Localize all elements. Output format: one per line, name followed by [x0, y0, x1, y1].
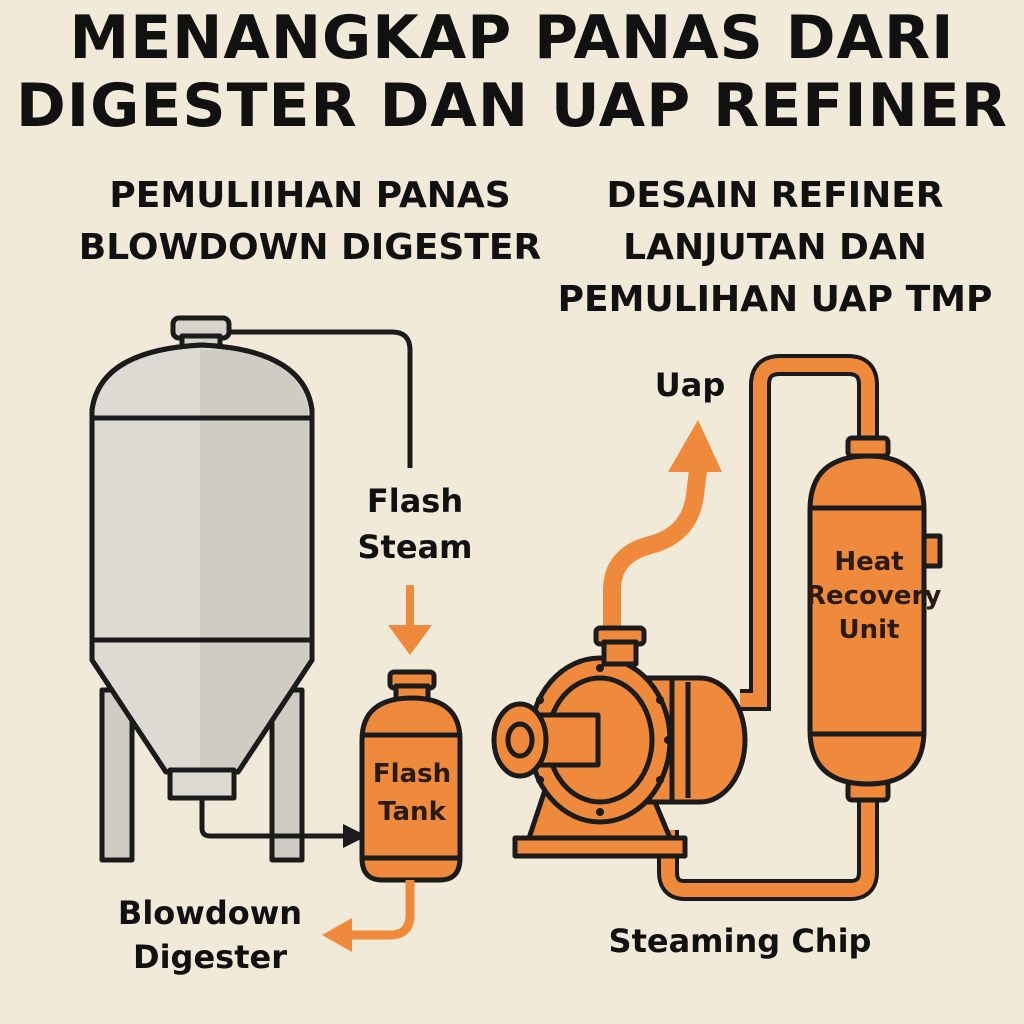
flash-steam-arrow — [388, 585, 432, 655]
left-heading-line-2: BLOWDOWN DIGESTER — [78, 227, 542, 268]
steaming-chip-label: Steaming Chip — [608, 922, 872, 960]
hru-label-line-3: Unit — [838, 615, 900, 645]
flash-tank-label-line-2: Tank — [378, 797, 446, 827]
flash-steam-label-line-2: Steam — [357, 528, 473, 566]
digester-top-pipe — [229, 329, 413, 468]
blowdown-digester-label-line-1: Blowdown — [117, 894, 303, 932]
heat-recovery-unit-vessel — [807, 435, 943, 803]
recovery-pipe-outline-bottom — [657, 800, 879, 901]
right-heading-line-3: PEMULIHAN UAP TMP — [557, 279, 993, 320]
hru-label-line-1: Heat — [834, 547, 904, 577]
page-title-line-1: MENANGKAP PANAS DARI — [69, 3, 955, 73]
right-heading-line-1: DESAIN REFINER — [606, 175, 944, 216]
page-title-line-2: DIGESTER DAN UAP REFINER — [16, 71, 1008, 141]
blowdown-digester-label-line-2: Digester — [133, 938, 287, 976]
digester-vessel — [89, 315, 315, 863]
hru-label-line-2: Recovery — [806, 581, 942, 611]
right-heading-line-2: LANJUTAN DAN — [623, 227, 927, 268]
flash-steam-label-line-1: Flash — [366, 482, 464, 520]
blowdown-pipe — [199, 798, 345, 839]
flash-tank-vessel — [359, 669, 463, 883]
blowdown-arrow-head — [343, 824, 367, 848]
uap-label: Uap — [654, 366, 726, 404]
uap-arrow — [603, 420, 722, 640]
left-heading-line-1: PEMULIIHAN PANAS — [109, 175, 511, 216]
flash-tank-outlet-arrow — [322, 880, 415, 952]
refiner-machine — [491, 625, 748, 859]
flash-tank-label-line-1: Flash — [372, 759, 452, 789]
